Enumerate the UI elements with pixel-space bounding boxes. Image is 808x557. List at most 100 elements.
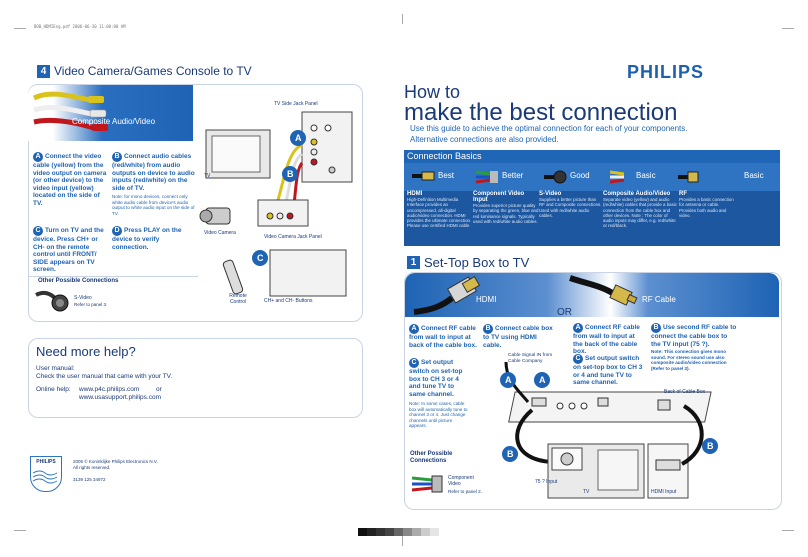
hdmi-step-b-text: Connect cable box to TV using HDMI cable… [483, 325, 553, 349]
divider [28, 276, 198, 277]
type-title: HDMI [407, 191, 423, 197]
quality-basic-2: Basic [744, 171, 764, 180]
composite-plug-icon [610, 170, 625, 184]
philips-shield-logo: PHILIPS [30, 456, 62, 492]
help-title: Need more help? [36, 344, 136, 359]
intro-line-2: Alternative connections are also provide… [410, 135, 559, 144]
quality-better: Better [502, 171, 524, 180]
composite-cable-icon [32, 91, 108, 131]
step-letter: C [409, 358, 419, 368]
help-url-1[interactable]: www.p4c.philips.com [79, 386, 140, 393]
diagram-c-letter: C [257, 253, 264, 263]
other-connections-title-right: Other Possible Connections [410, 451, 453, 464]
component-cable-icon [411, 475, 443, 493]
section-number: 1 [407, 256, 420, 269]
hdmi-cable-icon [413, 276, 481, 315]
step-a-text: Connect the video cable (yellow) from th… [33, 153, 107, 207]
camera-to-tv-diagram [198, 90, 356, 310]
video-camera-label: Video Camera [204, 230, 236, 236]
hdmi-plug-icon [412, 171, 435, 181]
crop-mark [782, 28, 794, 29]
step-letter: B [651, 323, 661, 333]
step-letter: A [409, 324, 419, 334]
step-b-text: Connect audio cables (red/white) from au… [112, 153, 195, 192]
svideo-label: S-Video [74, 295, 92, 301]
rf-plug-icon [678, 171, 699, 183]
hdmi-label: HDMI [476, 295, 497, 304]
crop-mark [14, 28, 26, 29]
rf-cable-label: RF Cable [642, 295, 676, 304]
hdmi-step-c-text: Set output switch on set-top box to CH 3… [409, 359, 463, 398]
rf-step-c-text: Set output switch on set-top box to CH 3… [573, 355, 643, 386]
quality-band: Best Better Good Basic Basic [404, 163, 780, 191]
type-desc: Separate video (yellow) and audio (red/w… [603, 197, 677, 229]
section-number: 4 [37, 64, 50, 78]
step-d-text: Press PLAY on the device to verify conne… [112, 227, 182, 251]
rf-cable-icon [569, 275, 638, 306]
type-title: Component Video Input [473, 191, 525, 203]
rights: All rights reserved. [73, 465, 111, 470]
type-title: S-Video [539, 191, 562, 197]
step-b-note: Note: for mono devices, connect only whi… [112, 194, 195, 216]
how-to: How to [404, 82, 461, 102]
diagram-b-letter-1: B [507, 449, 514, 459]
help-manual-label: User manual: [36, 365, 75, 372]
hdmi-step-a-text: Connect RF cable from wall to input at b… [409, 325, 477, 349]
section1-panel [404, 272, 782, 510]
step-c-text: Turn on TV and the device. Press CH+ or … [33, 227, 104, 273]
help-online-label: Online help: [36, 386, 71, 393]
diagram-a-letter: A [295, 133, 302, 143]
component-ref: Refer to panel 2. [448, 489, 482, 494]
crop-mark [402, 536, 403, 546]
part-number: 3139 125 34972 [73, 477, 106, 482]
signal-in-label: Cable Signal IN from Cable Company [508, 353, 553, 364]
step-letter: A [573, 323, 583, 333]
svideo-ref: Refer to panel 3. [74, 302, 108, 307]
quality-best: Best [438, 171, 455, 180]
section-title: Set-Top Box to TV [424, 255, 530, 270]
or-label: OR [557, 307, 572, 318]
svideo-plug-icon [544, 170, 567, 184]
diagram-a-letter-1: A [505, 375, 512, 385]
step-letter: C [33, 226, 43, 236]
tv-back-label: TV [583, 489, 590, 495]
shield-waves-icon [32, 470, 58, 484]
help-or: or [156, 386, 162, 393]
rf-step-a-text: Connect RF cable from wall to input at t… [573, 324, 640, 355]
section1-heading: 1 Set-Top Box to TV [407, 255, 529, 270]
shield-text: PHILIPS [36, 459, 56, 465]
quality-good: Good [570, 171, 590, 180]
step-letter: A [33, 152, 43, 162]
type-desc: Supplies a better picture than RF and Co… [539, 197, 602, 218]
color-bar [358, 528, 439, 536]
copyright: 2005 © Koninklijke Philips Electronics N… [73, 459, 158, 464]
crop-mark [782, 530, 794, 531]
remote-label: Remote Control [229, 293, 247, 305]
help-url-2[interactable]: www.usasupport.philips.com [79, 394, 162, 401]
rf-step-b-note: Note: This connection gives mono sound. … [651, 349, 727, 371]
component-label: Component Video [448, 475, 474, 487]
step-letter: D [112, 226, 122, 236]
settop-box-diagram [500, 361, 718, 499]
headline: make the best connection [404, 99, 678, 126]
diagram-b-letter: B [287, 169, 294, 179]
rf-step-b-text: Use second RF cable to connect the cable… [651, 324, 737, 348]
hdmi-step-c-note: Note: In some cases, cable box will auto… [409, 401, 468, 429]
philips-logo: PHILIPS [627, 62, 705, 82]
tv-side-panel-label: TV Side Jack Panel [274, 101, 318, 107]
step-letter: B [483, 324, 493, 334]
back-cable-box-label: Back of Cable Box [664, 389, 706, 395]
